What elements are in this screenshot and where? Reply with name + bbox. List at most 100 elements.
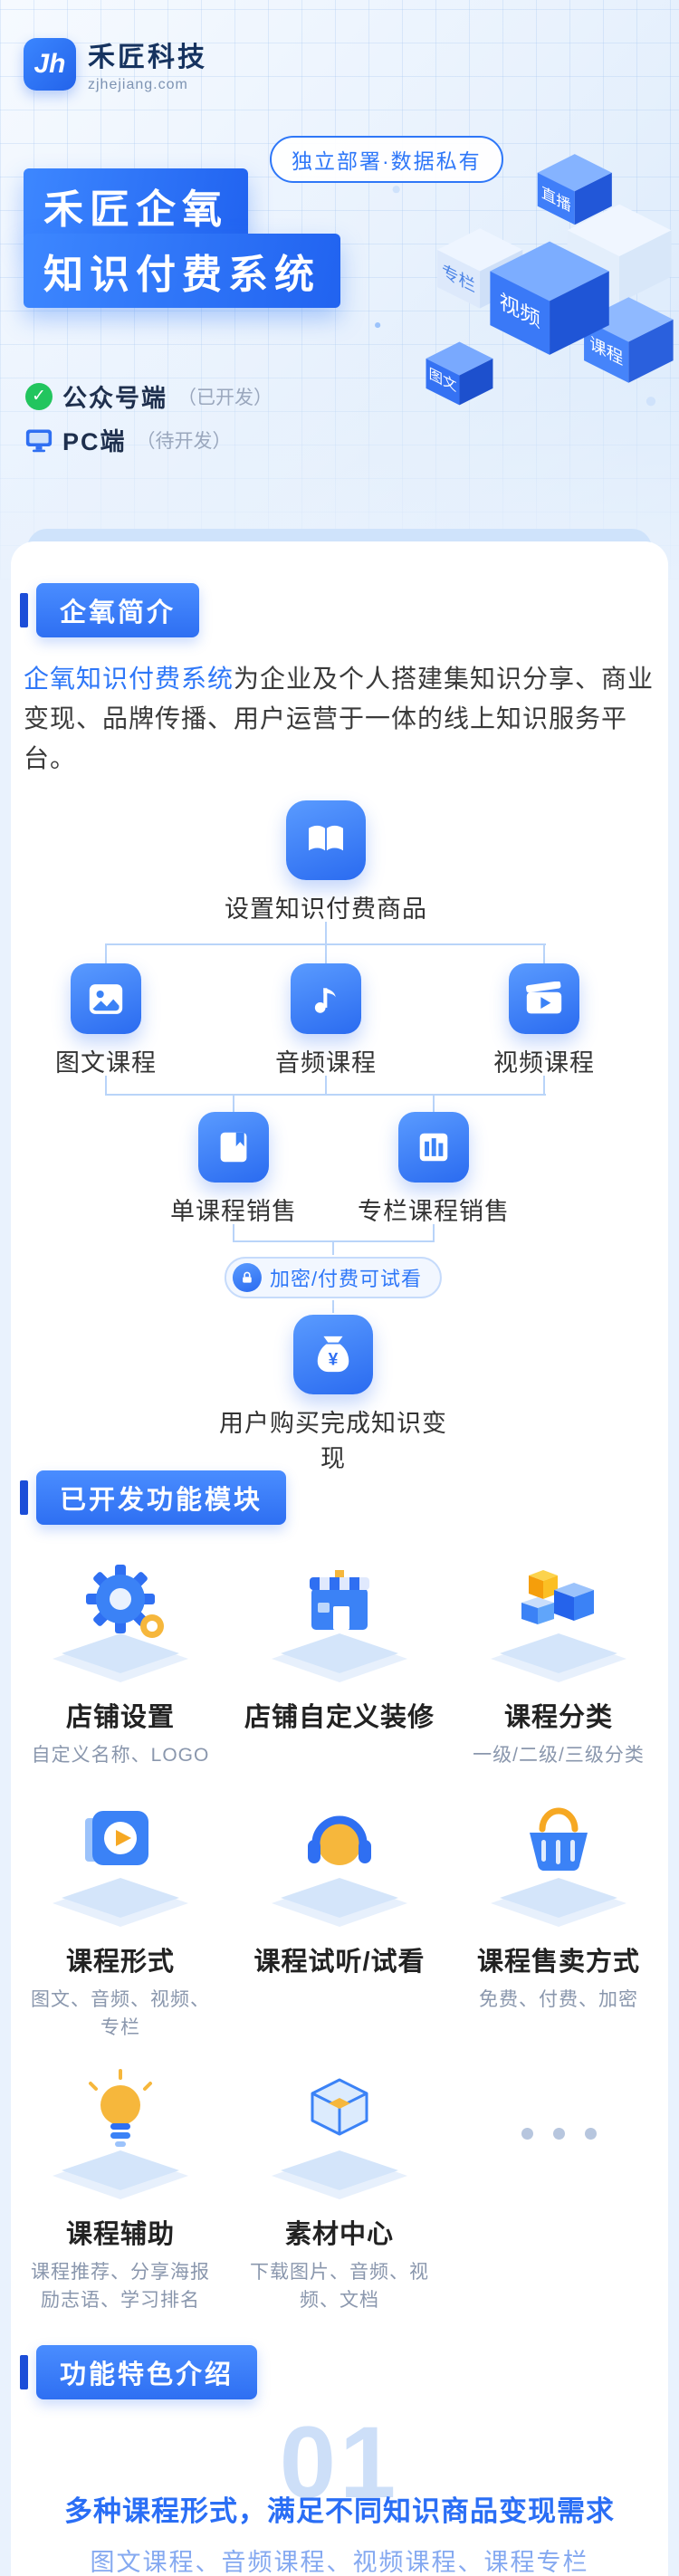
connector-line xyxy=(325,1076,327,1094)
brand-logo-icon: Jh xyxy=(24,37,76,91)
status-note: （已开发） xyxy=(177,387,273,408)
connector-line xyxy=(433,1224,435,1240)
module-title: 课程形式 xyxy=(65,1948,175,1977)
section-header-modules: 已开发功能模块 xyxy=(20,1470,668,1525)
brand-name: 禾匠科技 xyxy=(88,43,207,72)
status-row-official-account: ✓ 公众号端 （已开发） xyxy=(25,378,273,414)
module-card: 课程售卖方式 免费、付费、加密 xyxy=(449,1793,668,2042)
media-play-icon xyxy=(43,1793,197,1933)
flow-root-label: 设置知识付费商品 xyxy=(225,895,427,923)
module-card: 店铺自定义装修 xyxy=(230,1548,449,1769)
status-row-pc: PC端 （待开发） xyxy=(25,422,232,457)
brand-domain: zjhejiang.com xyxy=(88,77,188,92)
deploy-badge: 独立部署·数据私有 xyxy=(270,136,503,183)
course-type-label: 图文课程 xyxy=(55,1049,157,1077)
isometric-cubes-illustration: 专栏 课程 视频 图文 直播 xyxy=(375,154,674,407)
sales-mode-label: 单课程销售 xyxy=(170,1198,297,1225)
content-card: 企氧简介 企氧知识付费系统为企业及个人搭建集知识分享、商业变现、品牌传播、用户运… xyxy=(11,541,668,2576)
video-course-icon xyxy=(509,963,579,1034)
module-subtitle: 下载图片、音频、视频、文档 xyxy=(250,2262,429,2311)
column-course-icon xyxy=(398,1112,469,1183)
section-title: 已开发功能模块 xyxy=(36,1470,287,1525)
module-subtitle: 课程推荐、分享海报励志语、学习排名 xyxy=(31,2262,210,2311)
storefront-icon xyxy=(263,1548,416,1689)
material-cube-icon xyxy=(263,2065,416,2206)
connector-line xyxy=(332,1242,334,1255)
modules-grid: 店铺设置 自定义名称、LOGO xyxy=(11,1548,668,2314)
connector-line xyxy=(105,1076,107,1094)
module-card: 课程试听/试看 xyxy=(230,1793,449,2042)
feature-subline: 图文课程、音频课程、视频课程、课程专栏 xyxy=(90,2549,589,2576)
svg-text:¥: ¥ xyxy=(329,1351,339,1370)
section-header-features: 功能特色介绍 xyxy=(20,2345,668,2400)
image-course-icon xyxy=(71,963,141,1034)
module-subtitle: 图文、音频、视频、专栏 xyxy=(31,1989,210,2038)
brand-logo-glyph: Jh xyxy=(33,48,66,79)
section-bar xyxy=(20,2355,28,2390)
module-title: 素材中心 xyxy=(284,2220,394,2250)
gear-icon xyxy=(43,1548,197,1689)
course-type-label: 音频课程 xyxy=(275,1049,377,1077)
check-icon: ✓ xyxy=(25,382,53,410)
single-course-icon xyxy=(198,1112,269,1183)
hero-title-line2: 知识付费系统 xyxy=(24,234,340,308)
course-type-label: 视频课程 xyxy=(493,1049,595,1077)
shopping-basket-icon xyxy=(482,1793,636,1933)
intro-highlight: 企氧知识付费系统 xyxy=(24,665,234,693)
connector-line xyxy=(543,1076,545,1094)
connector-line xyxy=(332,1300,334,1313)
module-title: 课程试听/试看 xyxy=(253,1948,426,1977)
more-dots-icon xyxy=(521,2065,597,2201)
hero-title-line1: 禾匠企氧 xyxy=(24,168,248,243)
audio-course-icon xyxy=(291,963,361,1034)
lock-badge: 加密/付费可试看 xyxy=(224,1257,443,1298)
status-label: 公众号端 xyxy=(62,385,167,412)
connector-line xyxy=(105,1094,546,1096)
module-subtitle: 自定义名称、LOGO xyxy=(31,1745,210,1766)
lock-icon xyxy=(232,1263,262,1292)
sales-mode-label: 专栏课程销售 xyxy=(358,1198,510,1225)
connector-line xyxy=(233,1224,234,1240)
module-title: 课程分类 xyxy=(503,1703,613,1732)
section-title: 企氧简介 xyxy=(36,583,200,637)
section-bar xyxy=(20,593,28,627)
flow-result-label: 用户购买完成知识变现 xyxy=(219,1410,447,1472)
lightbulb-icon xyxy=(43,2065,197,2206)
feature-number: 01 xyxy=(279,2406,400,2520)
section-bar xyxy=(20,1480,28,1515)
module-title: 店铺设置 xyxy=(65,1703,175,1732)
open-book-icon xyxy=(286,800,366,880)
connector-line xyxy=(543,945,545,963)
module-subtitle: 免费、付费、加密 xyxy=(479,1989,638,2011)
section-title: 功能特色介绍 xyxy=(36,2345,258,2400)
stacked-cubes-icon xyxy=(482,1548,636,1689)
status-note: （待开发） xyxy=(136,430,232,452)
lock-badge-label: 加密/付费可试看 xyxy=(269,1268,423,1290)
connector-line xyxy=(433,1096,435,1112)
product-flow-diagram: 设置知识付费商品 xyxy=(11,800,668,1472)
connector-line xyxy=(105,943,546,945)
hero-section: Jh 禾匠科技 zjhejiang.com 独立部署·数据私有 禾匠企氧 知识付… xyxy=(0,0,679,579)
module-card: 店铺设置 自定义名称、LOGO xyxy=(11,1548,230,1769)
features-section: 功能特色介绍 01 多种课程形式，满足不同知识商品变现需求 图文课程、音频课程、… xyxy=(11,2345,668,2576)
connector-line xyxy=(105,945,107,963)
intro-section: 企氧简介 企氧知识付费系统为企业及个人搭建集知识分享、商业变现、品牌传播、用户运… xyxy=(11,583,668,779)
module-title: 课程辅助 xyxy=(65,2220,175,2250)
module-card: 课程分类 一级/二级/三级分类 xyxy=(449,1548,668,1769)
module-subtitle: 一级/二级/三级分类 xyxy=(473,1745,645,1766)
modules-section: 已开发功能模块 xyxy=(11,1470,668,2314)
module-card: 课程形式 图文、音频、视频、专栏 xyxy=(11,1793,230,2042)
module-title: 店铺自定义装修 xyxy=(244,1703,435,1732)
brand: Jh 禾匠科技 zjhejiang.com xyxy=(24,34,207,93)
module-card: 课程辅助 课程推荐、分享海报励志语、学习排名 xyxy=(11,2065,230,2314)
connector-line xyxy=(325,945,327,963)
module-card: 素材中心 下载图片、音频、视频、文档 xyxy=(230,2065,449,2314)
section-header-intro: 企氧简介 xyxy=(20,583,668,637)
connector-line xyxy=(233,1096,234,1112)
money-bag-icon: ¥ xyxy=(293,1315,373,1394)
intro-body: 为企业及个人搭建集知识分享、商业变现、品牌传播、用户运营于一体的线上知识服务平台… xyxy=(24,665,655,772)
status-label: PC端 xyxy=(62,428,127,455)
monitor-icon xyxy=(25,426,53,454)
brand-text: 禾匠科技 zjhejiang.com xyxy=(88,34,207,93)
